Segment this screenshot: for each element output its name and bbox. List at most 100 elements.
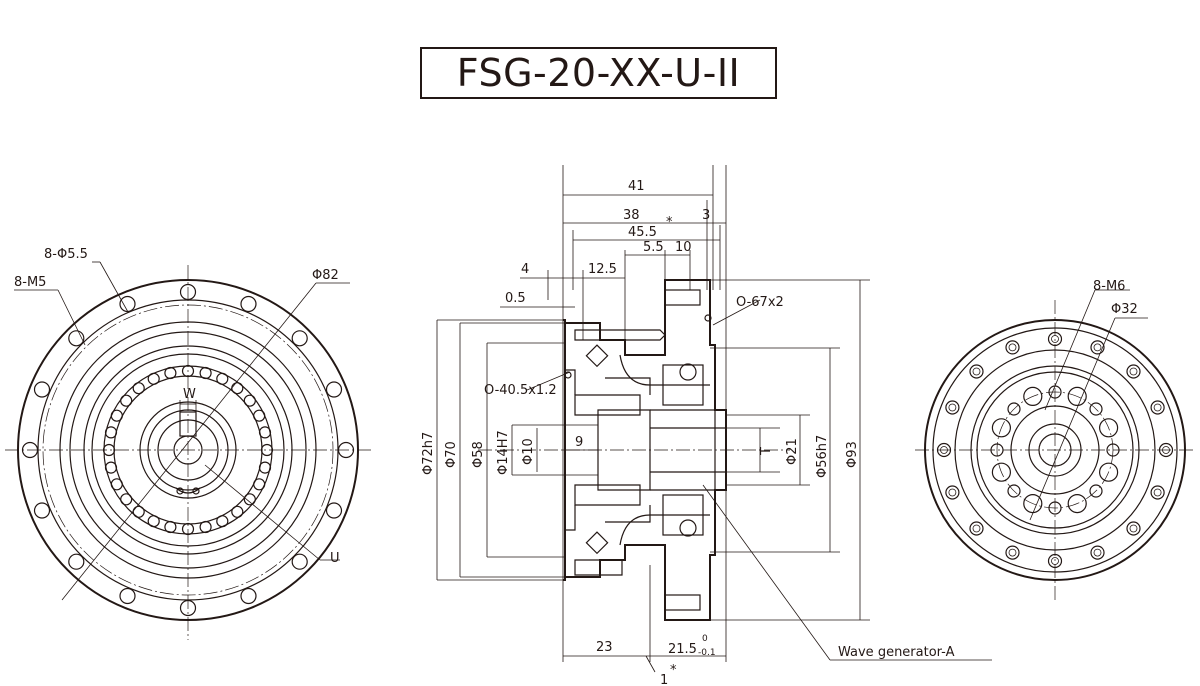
bolt-holes [936,331,1174,569]
bearing-ball [253,478,266,491]
label-threads: 8-M5 [14,275,46,290]
bolt-hole [68,330,85,347]
bearing-ball [120,493,133,506]
bearing-ball [216,372,229,385]
bearing-ball [253,409,266,422]
bolt-hole [969,364,984,379]
bolt-hole [68,553,85,570]
bearing-ball [132,505,145,518]
label-diameter-82: Φ82 [312,268,339,283]
bolt-hole [1158,442,1174,458]
bolt-hole-inner [1093,343,1102,352]
bolt-hole [1126,364,1141,379]
dim-56h7: Φ56h7 [815,435,830,478]
bolt-hole [21,441,39,459]
bolt-hole [1047,331,1063,347]
dim-tol-upper: 0 [702,634,708,644]
bolt-hole-inner [1008,343,1017,352]
bolt-hole-inner [948,403,957,412]
dim-70: Φ70 [444,441,459,468]
bearing-ball [110,478,123,491]
bolt-holes [21,283,355,617]
tap-hole [1089,402,1103,416]
label-holes: 8-Φ5.5 [44,247,88,262]
tap-hole [1007,484,1021,498]
dim-tol-lower: -0.1 [698,648,716,658]
dim-93: Φ93 [845,441,860,468]
bearing-ball [199,366,212,380]
bearing-ball [243,493,256,506]
tap-hole [1106,443,1120,457]
dim-10-dia: Φ10 [521,438,536,465]
bolt-hole [969,521,984,536]
bearing-ball [104,461,118,474]
dim-4: 4 [521,262,529,277]
dim-9: 9 [575,435,583,450]
thread-hole [991,462,1012,482]
thread-hole [1067,386,1087,406]
label-key-u: U [330,551,340,566]
bolt-hole-inner [1093,548,1102,557]
bolt-hole-inner [1051,335,1059,343]
tap-hole [990,443,1004,457]
bolt-hole [945,400,960,415]
bearing-ball [181,522,195,536]
thread-hole [240,587,257,605]
dim-58: Φ58 [471,441,486,468]
tap-hole [1089,484,1103,498]
thread-hole [33,502,51,519]
bolt-hole-inner [1153,488,1162,497]
bolt-hole [1005,545,1020,560]
dim-12-5: 12.5 [588,262,617,277]
title-box: FSG-20-XX-U-II [420,47,777,99]
bearing-ball [147,372,160,385]
bearing-ball [258,426,272,439]
dim-star-top: * [666,215,673,230]
bearing-ball [147,515,160,528]
bolt-hole [179,283,197,301]
dim-5-5: 5.5 [643,240,664,255]
front-view [436,165,992,673]
thread-hole [1023,386,1043,406]
bearing-ball [216,515,229,528]
thread-hole [1098,462,1119,482]
bearing-ball [199,520,212,534]
bolt-hole-inner [1129,524,1138,533]
thread-hole [119,295,136,313]
bolt-hole [1150,400,1165,415]
thread-hole [119,587,136,605]
bolt-hole [179,599,197,617]
label-key-width: W [183,387,196,402]
bolt-hole [337,441,355,459]
bearing-ball [231,382,244,395]
bolt-hole [291,553,308,570]
dim-72h7: Φ72h7 [421,432,436,475]
thread-hole [240,295,257,313]
oring-left: O-40.5x1.2 [484,383,557,398]
bolt-hole [1126,521,1141,536]
thread-hole [991,418,1012,438]
bearing-ball [104,426,118,439]
dim-21-5: 21.5 [668,642,697,657]
dim-T: T [759,447,774,456]
dim-0-5: 0.5 [505,291,526,306]
bearing-ball [110,409,123,422]
dim-21: Φ21 [785,438,800,465]
thread-hole [1067,494,1087,514]
bolt-hole [1005,340,1020,355]
bolt-hole-inner [1153,403,1162,412]
dim-3: 3 [702,208,710,223]
bolt-hole-inner [972,367,981,376]
dim-38: 38 [623,208,640,223]
bolt-hole-inner [972,524,981,533]
thread-hole [1098,418,1119,438]
bolt-hole-inner [940,446,948,454]
label-m6-threads: 8-M6 [1093,279,1125,294]
dim-45-5: 45.5 [628,225,657,240]
thread-hole [325,381,343,398]
bearing-ball [258,461,272,474]
bearing-ball [164,520,177,534]
tap-hole [1048,501,1062,515]
bearing-ball [231,505,244,518]
